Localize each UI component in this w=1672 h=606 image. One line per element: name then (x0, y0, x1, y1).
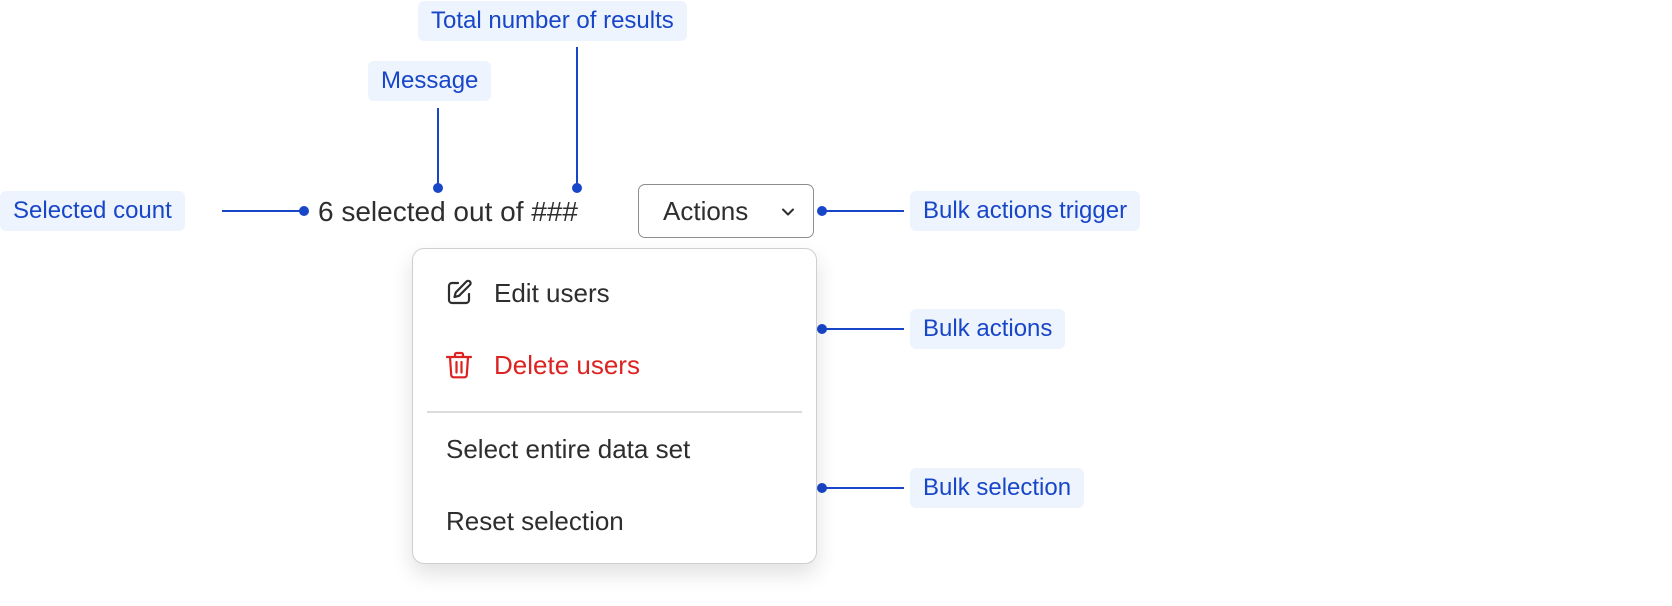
connector-dot-total-results (572, 183, 582, 193)
menu-item-select-entire-data-set-label: Select entire data set (446, 434, 691, 464)
connector-dot-bulk-actions-trigger (817, 206, 827, 216)
callout-bulk-selection: Bulk selection (910, 468, 1085, 508)
callout-bulk-actions-trigger: Bulk actions trigger (910, 191, 1141, 231)
trash-icon (445, 351, 473, 379)
bulk-actions-trigger-button[interactable]: Actions (638, 184, 814, 238)
chevron-down-icon (782, 208, 794, 216)
connector-dot-bulk-selection (817, 483, 827, 493)
callout-message: Message (368, 61, 492, 101)
menu-item-select-entire-data-set[interactable]: Select entire data set (413, 416, 816, 482)
menu-item-reset-selection[interactable]: Reset selection (413, 488, 816, 554)
selection-count-message: 6 selected out of ### (318, 196, 578, 227)
bulk-actions-menu: Edit users Delete users Select entire da… (412, 248, 817, 564)
connector-dot-selected-count (299, 206, 309, 216)
actions-button-label: Actions (663, 195, 749, 226)
menu-item-edit-users-label: Edit users (494, 278, 610, 308)
menu-item-edit-users[interactable]: Edit users (413, 260, 816, 326)
connector-dot-bulk-actions (817, 324, 827, 334)
callout-bulk-actions: Bulk actions (910, 309, 1066, 349)
connector-dot-message (433, 183, 443, 193)
menu-divider (427, 411, 802, 413)
callout-selected-count: Selected count (0, 191, 185, 231)
callout-total-results: Total number of results (418, 1, 687, 41)
menu-item-delete-users[interactable]: Delete users (413, 332, 816, 398)
menu-item-delete-users-label: Delete users (494, 350, 640, 380)
pencil-edit-icon (447, 279, 472, 305)
menu-item-reset-selection-label: Reset selection (446, 506, 624, 536)
